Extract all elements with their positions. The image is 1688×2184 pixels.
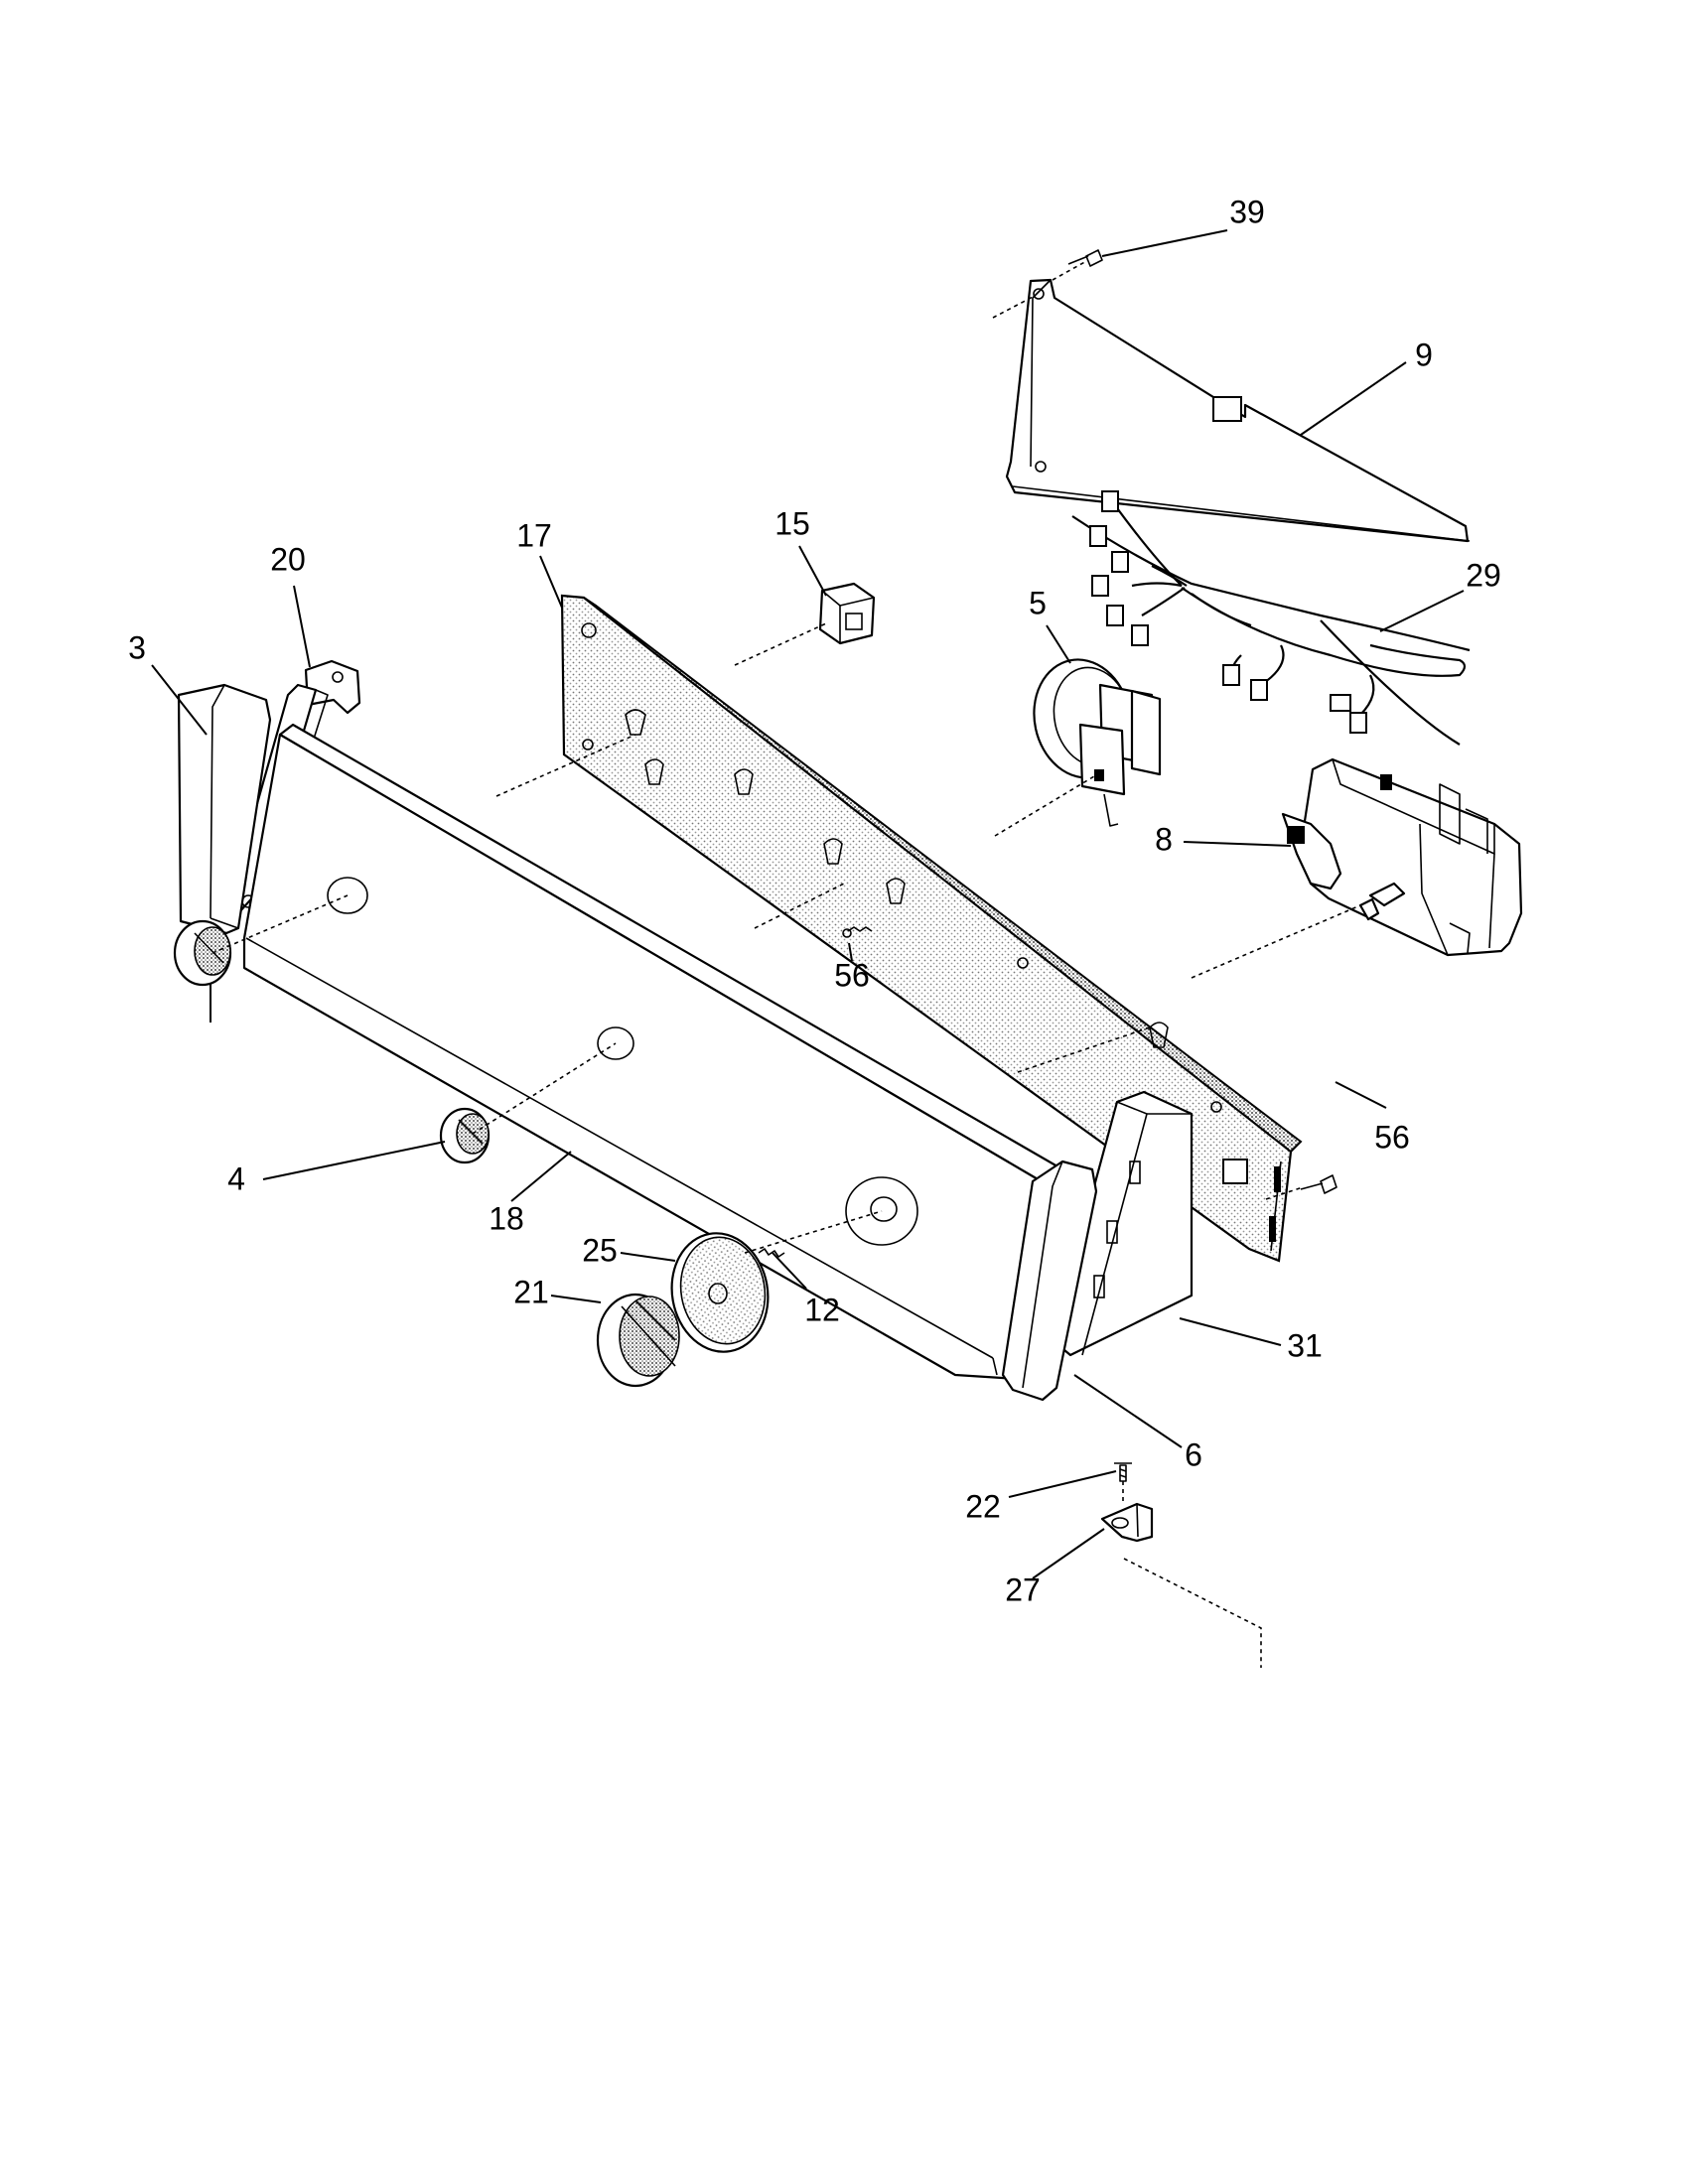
callout-31: 31 (1287, 1327, 1323, 1363)
callout-labels: 39 9 29 17 15 20 3 5 8 56 56 4 18 25 21 … (128, 194, 1501, 1607)
callout-20: 20 (270, 541, 306, 577)
part-56-screw-lower (1300, 1174, 1337, 1194)
part-27-clip (1100, 1502, 1154, 1543)
part-17-control-console (560, 594, 1303, 1263)
callout-21: 21 (513, 1274, 549, 1309)
callout-17: 17 (516, 517, 552, 553)
part-29-wire-harness (1071, 490, 1471, 746)
callout-9: 9 (1415, 337, 1433, 372)
part-56-screw-upper (842, 926, 873, 938)
part-25-dial-skirt (670, 1232, 770, 1353)
part-4-knob-upper (173, 919, 232, 987)
callout-5: 5 (1029, 585, 1047, 620)
part-39-screw (1067, 249, 1103, 267)
leader-lines (151, 229, 1465, 1579)
part-4-knob-lower (439, 1107, 491, 1164)
callout-39: 39 (1229, 194, 1265, 229)
callout-27: 27 (1005, 1571, 1041, 1607)
callout-29: 29 (1466, 557, 1501, 593)
part-3-left-end-cap (177, 683, 272, 935)
callout-6: 6 (1185, 1436, 1202, 1472)
callout-12: 12 (804, 1292, 840, 1327)
callout-18: 18 (489, 1200, 524, 1236)
callout-56-lower: 56 (1374, 1119, 1410, 1155)
callout-22: 22 (965, 1488, 1001, 1524)
callout-8: 8 (1155, 821, 1173, 857)
callout-25: 25 (582, 1232, 618, 1268)
part-18-console-panel (242, 723, 1059, 1382)
callout-3: 3 (128, 629, 146, 665)
part-15-switch (818, 582, 876, 645)
part-22-screw (1114, 1462, 1132, 1482)
assembly-lines (211, 259, 1361, 1668)
part-12-spring-clip (758, 1248, 785, 1258)
part-5-selector-switch (1033, 658, 1162, 827)
callout-4: 4 (227, 1160, 245, 1196)
part-8-timer (1281, 757, 1523, 957)
part-6-right-end-cap (1001, 1160, 1098, 1402)
part-9-back-panel (1005, 278, 1471, 543)
part-21-large-knob (596, 1293, 680, 1388)
callout-15: 15 (774, 505, 810, 541)
callout-56-upper: 56 (834, 957, 870, 993)
